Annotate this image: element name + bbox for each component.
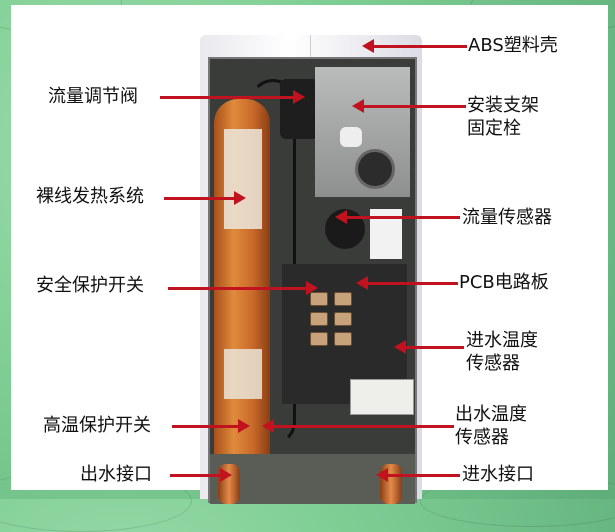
barcode-sticker <box>224 349 262 399</box>
arrow-flow-valve <box>160 90 305 104</box>
arrow-bracket-peg <box>362 105 466 108</box>
terminal <box>310 332 328 346</box>
terminal <box>310 292 328 306</box>
label-heating-system: 裸线发热系统 <box>36 186 144 207</box>
water-heater-illustration <box>200 35 422 504</box>
warning-sticker <box>224 129 262 229</box>
arrow-inlet-port <box>386 474 460 477</box>
label-abs-shell: ABS塑料壳 <box>468 35 558 56</box>
terminal <box>334 332 352 346</box>
terminal <box>310 312 328 326</box>
heating-tank <box>214 99 270 469</box>
arrow-outlet-port <box>170 468 232 482</box>
arrow-inlet-temp-sensor <box>404 346 464 349</box>
label-flow-valve: 流量调节阀 <box>48 86 138 107</box>
label-inlet-port: 进水接口 <box>462 464 534 485</box>
label-inlet-temp-sensor-line1: 进水温度 <box>466 330 538 351</box>
terminal <box>334 312 352 326</box>
flow-valve <box>280 79 318 139</box>
heater-interior <box>208 57 417 504</box>
arrow-safety-switch <box>168 281 318 295</box>
label-outlet-temp-sensor-line2: 传感器 <box>455 427 509 448</box>
terminal <box>334 292 352 306</box>
arrow-abs-shell <box>372 45 467 48</box>
label-bracket-peg-line1: 安装支架 <box>467 95 539 116</box>
label-safety-switch: 安全保护开关 <box>36 275 144 296</box>
label-bracket-peg-line2: 固定栓 <box>467 118 521 139</box>
bracket-round-fitting <box>355 149 395 189</box>
label-pcb-board: PCB电路板 <box>459 272 549 293</box>
terminal-blocks <box>350 379 414 415</box>
label-flow-sensor: 流量传感器 <box>462 207 552 228</box>
arrow-high-temp-switch <box>172 419 250 433</box>
label-inlet-temp-sensor-line2: 传感器 <box>466 353 520 374</box>
label-high-temp-switch: 高温保护开关 <box>43 415 151 436</box>
label-outlet-port: 出水接口 <box>80 464 152 485</box>
arrow-heating-system <box>164 191 246 205</box>
arrow-pcb-board <box>366 282 458 285</box>
shell-seam <box>310 35 311 65</box>
label-outlet-temp-sensor-line1: 出水温度 <box>455 404 527 425</box>
bracket-peg <box>340 127 362 147</box>
wire <box>250 79 296 445</box>
arrow-flow-sensor <box>345 216 460 219</box>
arrow-outlet-temp-sensor <box>272 425 454 428</box>
